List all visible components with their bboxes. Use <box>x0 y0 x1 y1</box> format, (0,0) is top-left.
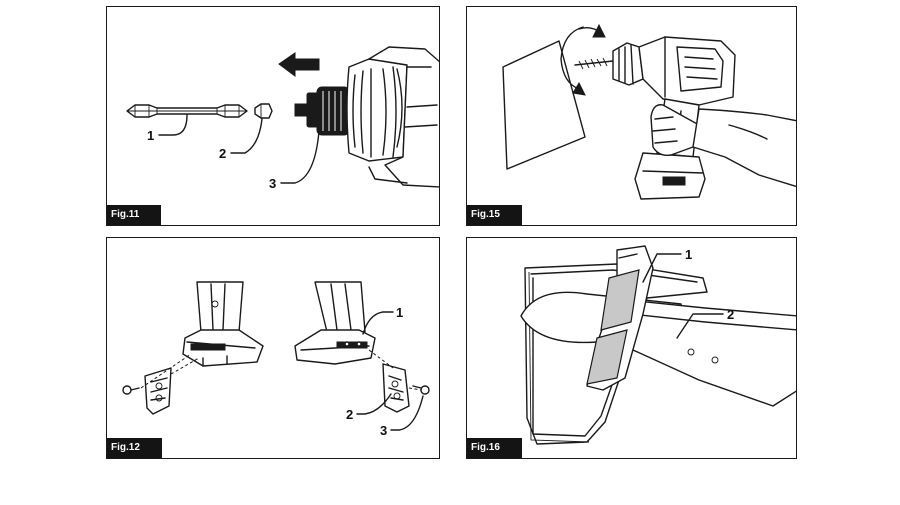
figure-15-illustration <box>502 23 796 200</box>
operator-hand <box>650 104 796 188</box>
callout-1: 1 <box>147 128 154 143</box>
callout-leader-2 <box>676 313 724 339</box>
figure-12-panel: 1 2 3 Fig.12 <box>106 237 440 459</box>
figure-label: Fig.16 <box>467 438 522 458</box>
rotation-arrow <box>560 23 606 96</box>
callout-leader-3 <box>390 395 424 431</box>
callout-leader-1 <box>642 253 682 283</box>
callout-1: 1 <box>685 247 692 262</box>
figure-11-illustration: 1 2 3 <box>126 46 439 191</box>
figure-15-panel: Fig.15 <box>466 6 797 226</box>
callout-leader-1 <box>362 311 394 335</box>
figure-label: Fig.11 <box>107 205 162 225</box>
figure-11-panel: 1 2 3 Fig.11 <box>106 6 440 226</box>
chuck-sleeve <box>294 86 350 136</box>
figure-16-panel: 1 2 Fig.16 <box>466 237 797 459</box>
figure-16-illustration: 1 2 <box>520 245 796 445</box>
tool-base-right <box>294 281 376 365</box>
driver-bit <box>126 104 248 118</box>
callout-3: 3 <box>380 423 387 438</box>
callout-2: 2 <box>346 407 353 422</box>
callout-leader-2 <box>356 393 392 415</box>
bit-piece <box>254 103 273 119</box>
tool-housing <box>346 46 439 188</box>
figure-label: Fig.15 <box>467 205 522 225</box>
callout-leader-1 <box>158 114 188 136</box>
callout-2: 2 <box>219 146 226 161</box>
tool-base-left <box>182 281 264 367</box>
holster-strap <box>586 245 654 391</box>
figure-12-illustration: 1 2 3 <box>122 281 430 438</box>
belt-clip-left <box>122 367 172 415</box>
callout-1: 1 <box>396 305 403 320</box>
belt <box>626 299 796 407</box>
callout-leader-2 <box>230 118 263 154</box>
callout-leader-3 <box>280 130 320 184</box>
belt-clip-right <box>382 363 430 413</box>
workpiece-board <box>502 40 586 170</box>
insert-direction-arrow <box>278 52 320 77</box>
callout-2: 2 <box>727 307 734 322</box>
figure-label: Fig.12 <box>107 438 162 458</box>
cordless-drill <box>612 36 736 200</box>
callout-3: 3 <box>269 176 276 191</box>
drill-bit <box>574 57 614 70</box>
